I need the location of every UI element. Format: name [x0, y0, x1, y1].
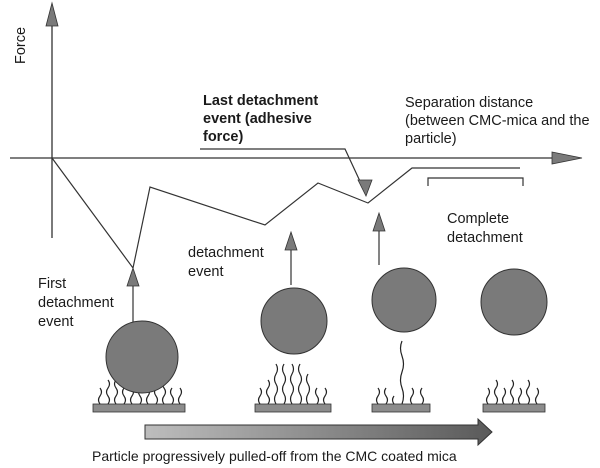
- mica-substrate: [92, 403, 186, 413]
- complete-detachment-label-line1: Complete: [447, 211, 510, 227]
- last-detachment-label-line2: event (adhesive: [203, 111, 312, 127]
- caption: Particle progressively pulled-off from t…: [92, 448, 457, 464]
- separation-axis: [10, 151, 583, 165]
- first-detachment-label-line1: First: [38, 276, 67, 292]
- detachment-event-label-line1: detachment: [188, 245, 264, 261]
- force-axis-label: Force: [13, 26, 29, 64]
- separation-label-line3: particle): [405, 131, 457, 147]
- force-curve: [51, 157, 520, 270]
- particle-stage-2: [254, 287, 332, 413]
- cmc-chains: [257, 363, 328, 405]
- mica-substrate: [371, 403, 431, 413]
- complete-detachment-bracket: [427, 177, 524, 186]
- particle: [105, 320, 179, 394]
- last-detachment-arrowhead: [357, 179, 373, 197]
- last-detachment-label-line1: Last detachment: [203, 93, 319, 109]
- first-detachment-label-line2: detachment: [38, 295, 114, 311]
- mica-substrate: [482, 403, 546, 413]
- particle-stage-1: [92, 320, 186, 413]
- separation-axis-arrowhead: [551, 151, 583, 165]
- separation-label-line2: (between CMC-mica and the: [405, 113, 590, 129]
- separation-label-line1: Separation distance: [405, 95, 534, 111]
- particle-stage-4: [480, 268, 548, 413]
- force-axis-arrowhead: [45, 1, 59, 27]
- particle-stage-3: [371, 267, 437, 413]
- cmc-chains: [375, 340, 425, 405]
- event-arrow-detachment: [284, 230, 298, 285]
- force-axis: [45, 1, 59, 238]
- particle: [480, 268, 548, 336]
- particle: [260, 287, 328, 355]
- last-detachment-label-line3: force): [203, 129, 244, 145]
- event-arrow-last: [372, 211, 386, 265]
- particle: [371, 267, 437, 333]
- cmc-chains: [485, 379, 540, 405]
- complete-detachment-label-line2: detachment: [447, 230, 523, 246]
- first-detachment-label-line3: event: [38, 314, 74, 330]
- last-detachment-pointer: [200, 148, 366, 193]
- detachment-event-label-line2: event: [188, 264, 224, 280]
- mica-substrate: [254, 403, 332, 413]
- event-arrow-first: [126, 266, 140, 330]
- pull-off-progress-arrow: [144, 417, 493, 447]
